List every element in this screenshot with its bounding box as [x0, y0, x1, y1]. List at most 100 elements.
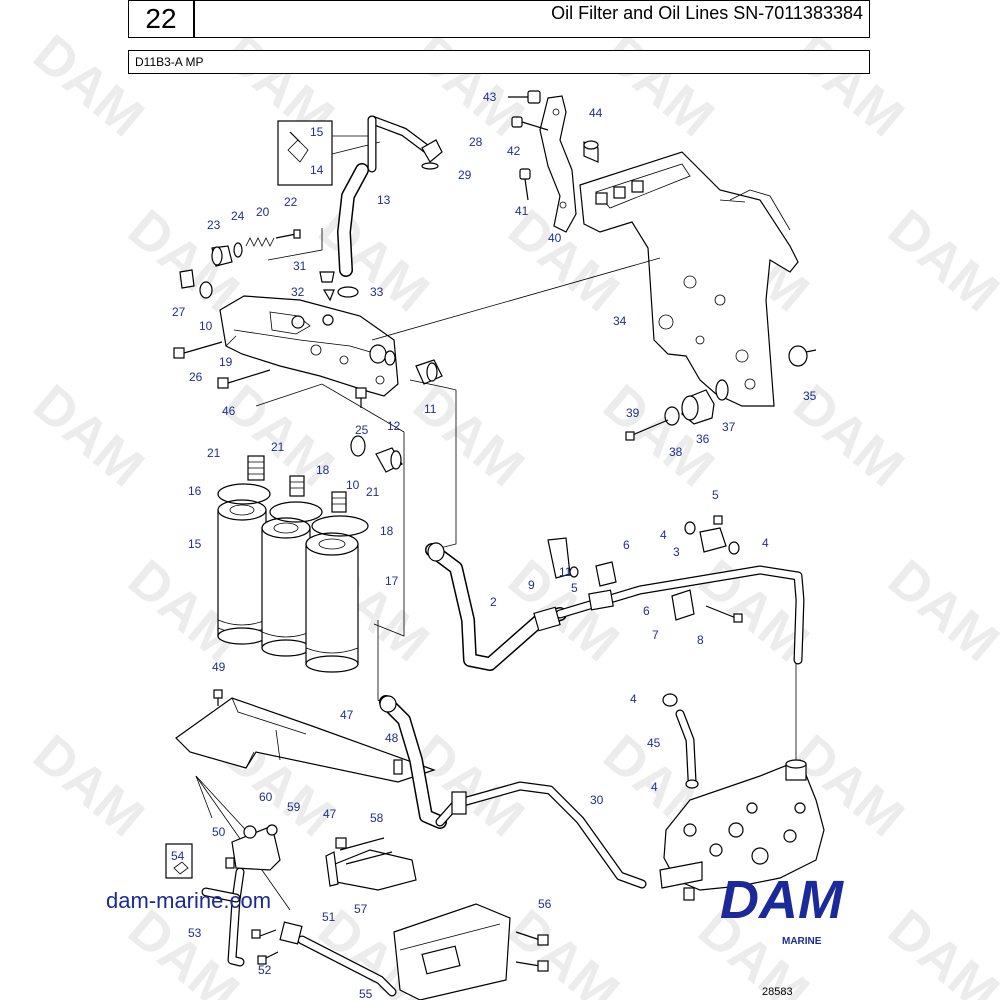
callout-30: 30	[590, 793, 604, 807]
bracket-55	[393, 903, 511, 1000]
callout-21: 21	[271, 440, 285, 454]
callout-12: 12	[387, 419, 401, 433]
callout-18: 18	[380, 524, 394, 538]
callout-4: 4	[762, 536, 769, 550]
callout-4: 4	[651, 780, 658, 794]
callout-16: 16	[188, 484, 202, 498]
callout-50: 50	[212, 825, 226, 839]
callout-44: 44	[589, 106, 603, 120]
callout-27: 27	[172, 305, 186, 319]
callout-46: 46	[222, 404, 236, 418]
callout-7: 7	[652, 628, 659, 642]
callout-4: 4	[630, 692, 637, 706]
watermark-text: DAM	[402, 23, 535, 148]
bracket-57	[325, 837, 417, 891]
clamp-51-52	[251, 921, 303, 965]
filter-housing	[659, 759, 825, 901]
callout-54: 54	[171, 849, 185, 863]
washer-37	[715, 379, 729, 401]
callout-21: 21	[366, 485, 380, 499]
watermark-text: DAM	[22, 23, 155, 148]
callout-51: 51	[322, 910, 336, 924]
callout-18: 18	[316, 463, 330, 477]
callout-10: 10	[346, 478, 360, 492]
fitting-12	[375, 447, 403, 473]
callout-22: 22	[284, 195, 298, 209]
inset-54	[165, 843, 193, 879]
callout-8: 8	[697, 633, 704, 647]
filter-15	[217, 499, 267, 645]
callout-6: 6	[623, 538, 630, 552]
watermark-text: DAM	[402, 373, 535, 498]
callout-55: 55	[359, 987, 373, 1000]
callout-4: 4	[660, 528, 667, 542]
callout-14: 14	[310, 163, 324, 177]
mount-35	[788, 345, 817, 367]
inset-box-14-15	[277, 120, 381, 186]
drawing-number: 28583	[762, 986, 793, 998]
filter-17b	[305, 532, 359, 673]
washer-38	[664, 406, 680, 426]
callout-45: 45	[647, 736, 661, 750]
watermark-text: DAM	[592, 23, 725, 148]
callout-25: 25	[355, 423, 369, 437]
bolt-26	[173, 341, 223, 359]
bracket-40	[539, 95, 577, 233]
callout-49: 49	[212, 660, 226, 674]
clamp-3-9	[547, 515, 740, 579]
website-link[interactable]: dam-marine.com	[106, 888, 272, 913]
callout-59: 59	[287, 800, 301, 814]
watermark-text: DAM	[877, 898, 1000, 1000]
callout-37: 37	[722, 420, 736, 434]
plug-27	[179, 269, 195, 289]
gaskets-16-18	[217, 483, 369, 537]
bolt-31-32	[319, 271, 335, 302]
callout-3: 3	[673, 545, 680, 559]
watermark-text: DAM	[782, 23, 915, 148]
plate-34	[579, 151, 799, 407]
callout-13: 13	[377, 193, 391, 207]
callout-19: 19	[219, 355, 233, 369]
relief-valve-parts	[211, 229, 301, 267]
callout-47: 47	[340, 708, 354, 722]
callout-17: 17	[385, 574, 399, 588]
heat-shield-47	[175, 689, 436, 783]
filter-17a	[261, 517, 311, 657]
callout-24: 24	[231, 209, 245, 223]
callout-32: 32	[291, 285, 305, 299]
callout-5: 5	[571, 581, 578, 595]
clamp-6-7-8	[569, 561, 743, 623]
watermark-text: DAM	[497, 898, 630, 1000]
pipe-30	[379, 695, 647, 889]
logo-subtitle: MARINE	[782, 936, 822, 947]
callout-23: 23	[207, 218, 221, 232]
callout-34: 34	[613, 314, 627, 328]
bolt-46	[217, 369, 271, 389]
bolt-42	[511, 116, 549, 131]
filter-bracket-19	[219, 295, 399, 397]
washer-10-top	[199, 281, 213, 299]
callout-33: 33	[370, 285, 384, 299]
callout-9: 9	[528, 578, 535, 592]
model-name: D11B3-A MP	[128, 50, 870, 74]
callout-2: 2	[490, 595, 497, 609]
callout-5: 5	[712, 488, 719, 502]
dam-marine-logo: DAM MARINE	[720, 870, 844, 947]
callout-52: 52	[258, 963, 272, 977]
callout-47: 47	[323, 807, 337, 821]
callout-40: 40	[548, 231, 562, 245]
bolts-56	[515, 931, 549, 972]
callout-26: 26	[189, 370, 203, 384]
callout-29: 29	[458, 168, 472, 182]
callout-42: 42	[507, 144, 521, 158]
damper-36	[681, 389, 715, 425]
page-title: Oil Filter and Oil Lines SN-7011383384	[194, 0, 870, 38]
logo-name: DAM	[720, 870, 844, 930]
callout-38: 38	[669, 445, 683, 459]
fitting-11-top	[415, 359, 443, 385]
callout-15: 15	[188, 537, 202, 551]
callout-11: 11	[559, 565, 572, 579]
callout-57: 57	[354, 902, 368, 916]
bolt-43	[508, 90, 541, 104]
